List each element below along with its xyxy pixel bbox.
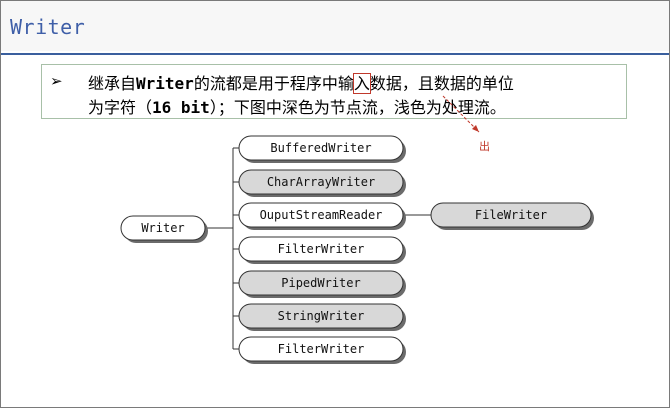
- text-seg: 数据，且数据的单位: [369, 74, 514, 93]
- node-box: [238, 336, 404, 362]
- annotation-arrow: [442, 95, 480, 133]
- page-title: Writer: [10, 15, 86, 39]
- node-child: BufferedWriter: [238, 135, 406, 163]
- text-seg: 继承自: [88, 74, 137, 93]
- node-child: FilterWriter: [238, 236, 406, 264]
- title-rule: [1, 53, 669, 55]
- arrow-bullet-icon: ➢: [50, 72, 63, 90]
- diagram-edges: [205, 147, 431, 350]
- node-box: [238, 169, 404, 195]
- highlighted-char: 入: [352, 73, 371, 94]
- node-box: [238, 270, 404, 296]
- node-child: StringWriter: [238, 303, 406, 331]
- node-grandchild: FileWriter: [430, 202, 594, 230]
- node-child: OuputStreamReader: [238, 202, 406, 230]
- annotation-label: 出: [479, 140, 490, 153]
- bullet-box: ➢ 继承自Writer的流都是用于程序中输入数据，且数据的单位 为字符（16 b…: [41, 64, 627, 119]
- annotation-arrowhead: [472, 125, 479, 132]
- node-child: CharArrayWriter: [238, 169, 406, 197]
- node-box: [238, 303, 404, 329]
- node-label: FileWriter: [475, 208, 547, 222]
- bullet-line-2: 为字符（16 bit）；下图中深色为节点流，浅色为处理流。: [88, 94, 506, 118]
- node-label: OuputStreamReader: [260, 208, 383, 222]
- bullet-line-1: 继承自Writer的流都是用于程序中输入数据，且数据的单位: [88, 70, 514, 94]
- text-seg: ）；下图中深色为节点流，浅色为处理流。: [209, 98, 506, 117]
- diagram-nodes: Writer BufferedWriterCharArrayWriterOuput…: [120, 135, 594, 364]
- text-seg-bold: Writer: [136, 74, 194, 93]
- node-label: CharArrayWriter: [267, 175, 375, 189]
- text-seg-bold: 16 bit: [152, 98, 210, 117]
- node-label: FilterWriter: [278, 242, 365, 256]
- title-bar: Writer: [1, 1, 669, 51]
- node-box: [238, 202, 404, 228]
- node-child: FilterWriter: [238, 336, 406, 364]
- node-label: StringWriter: [278, 309, 365, 323]
- node-child: PipedWriter: [238, 270, 406, 298]
- node-box: [120, 215, 206, 241]
- node-root: Writer: [120, 215, 208, 243]
- text-seg: 为字符（: [88, 98, 153, 117]
- node-box: [430, 202, 592, 228]
- node-label: BufferedWriter: [270, 141, 371, 155]
- node-box: [238, 135, 404, 161]
- node-label: Writer: [141, 221, 184, 235]
- text-seg: 的流都是用于程序中输: [193, 74, 354, 93]
- node-label: FilterWriter: [278, 342, 365, 356]
- node-label: PipedWriter: [281, 276, 360, 290]
- node-box: [238, 236, 404, 262]
